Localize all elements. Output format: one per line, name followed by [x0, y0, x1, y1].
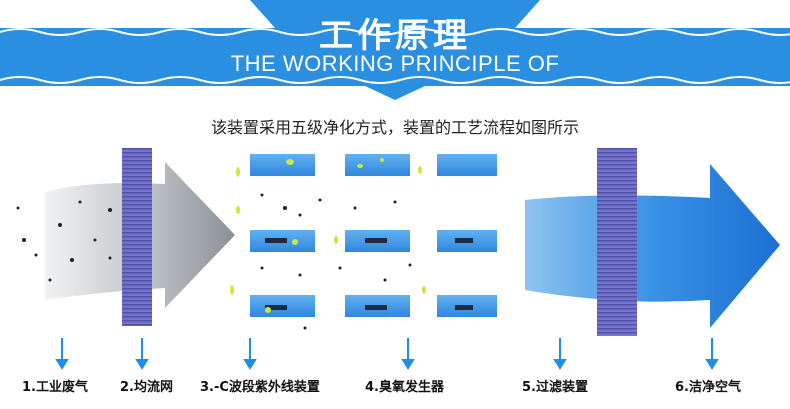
process-description: 该装置采用五级净化方式，装置的工艺流程如图所示 [210, 118, 579, 137]
flow-mesh [122, 148, 152, 326]
uv-ozone-panels [230, 154, 497, 330]
stage-label-flow-mesh: 2.均流网 [120, 380, 173, 395]
header-band-shape [0, 0, 790, 100]
page-subtitle: THE WORKING PRINCIPLE OF [230, 51, 560, 76]
page-title: 工作原理 [319, 16, 471, 56]
stage-labels: 1.工业废气 2.均流网 3.-C波段紫外线装置 4.臭氧发生器 5.过滤装置 … [0, 370, 790, 400]
stage-label-ozone-generator: 4.臭氧发生器 [365, 380, 444, 395]
process-diagram [16, 148, 780, 370]
stage-label-filter: 5.过滤装置 [522, 380, 588, 395]
filter-unit [597, 148, 637, 336]
stage-pointer-arrows [55, 338, 719, 370]
clean-air-arrow [525, 164, 780, 328]
header-banner: 工作原理 THE WORKING PRINCIPLE OF [0, 0, 790, 100]
stage-label-waste-gas: 1.工业废气 [22, 380, 88, 395]
stage-label-clean-air: 6.洁净空气 [675, 380, 741, 395]
stage-label-uv-device: 3.-C波段紫外线装置 [200, 380, 320, 395]
